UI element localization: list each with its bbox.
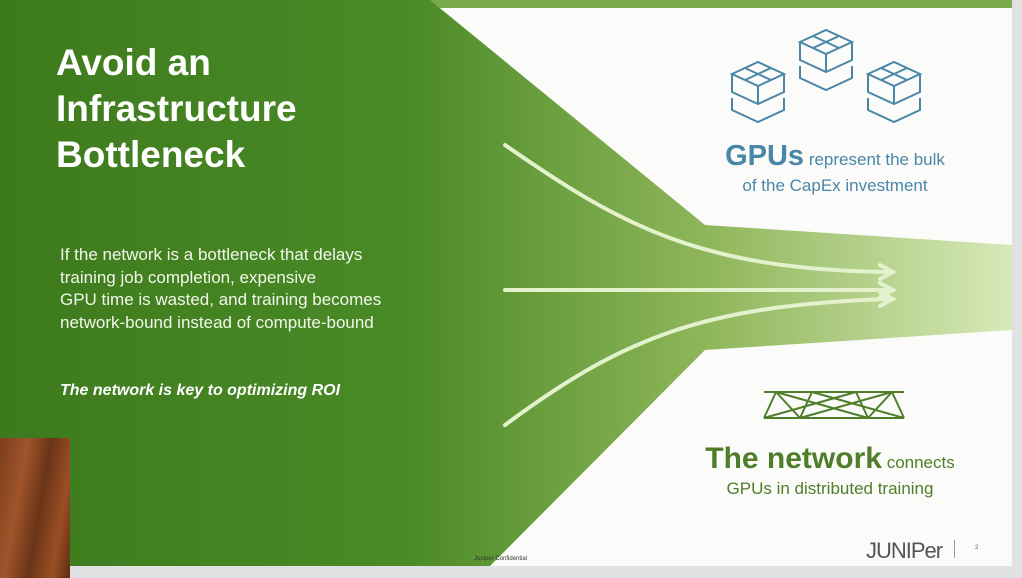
confidential-footer: Juniper Confidential [474,556,528,562]
footer-divider [954,540,955,558]
body-line: network-bound instead of compute-bound [60,312,374,332]
title-line: Bottleneck [56,134,246,175]
emphasis-text: The network is key to optimizing ROI [60,382,341,399]
funnel-shape [0,0,1012,566]
gpu-cube-icons [729,28,923,124]
title-line: Infrastructure [56,88,297,129]
gpu-heading: GPUs [725,140,805,172]
body-line: GPU time is wasted, and training becomes [60,290,382,309]
presentation-slide: Avoid an Infrastructure Bottleneck If th… [0,0,1012,566]
slide-title: Avoid an Infrastructure Bottleneck [56,40,297,178]
network-caption: The network connects GPUs in distributed… [670,444,990,502]
gpu-text: of the CapEx investment [742,176,928,195]
converging-arrows [503,143,898,427]
body-line: If the network is a bottleneck that dela… [60,245,363,264]
body-line: training job completion, expensive [60,267,317,287]
title-line: Avoid an [56,42,211,83]
network-heading: The network [705,442,882,475]
webcam-background-thumbnail [0,438,70,578]
network-text: GPUs in distributed training [726,479,934,498]
funnel-background [0,0,1012,566]
slide-body-text: If the network is a bottleneck that dela… [60,244,440,334]
top-accent-bar [430,0,1012,8]
network-text: connects [886,453,955,472]
network-fabric-icon [763,391,905,419]
page-number: 2 [975,545,979,551]
gpu-caption: GPUs represent the bulk of the CapEx inv… [690,140,980,199]
gpu-text: represent the bulk [808,150,945,169]
juniper-logo: JUNIPer [866,538,943,563]
